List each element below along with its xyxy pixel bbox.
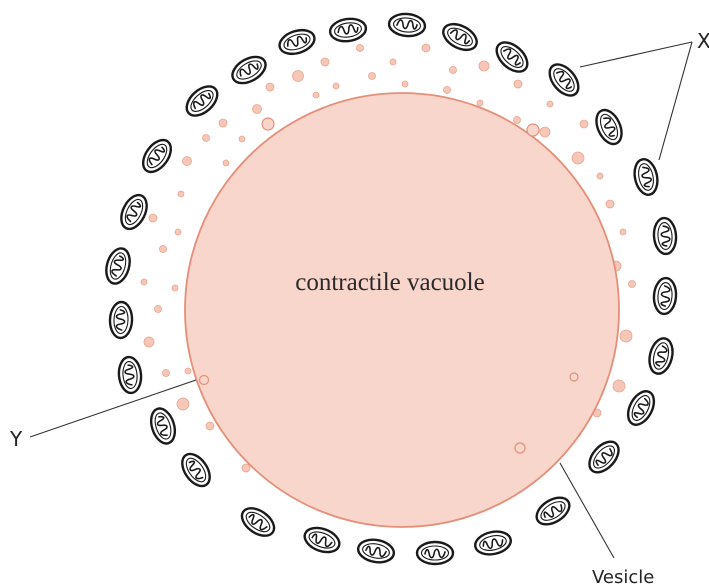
budding-vesicle — [262, 118, 274, 130]
vesicle — [540, 127, 550, 137]
vesicle — [547, 101, 553, 107]
vesicle — [477, 100, 483, 106]
vesicle — [144, 337, 154, 347]
mitochondrion — [329, 17, 368, 44]
vesicle — [357, 45, 364, 52]
mitochondrion — [473, 528, 513, 557]
mitochondrion — [102, 246, 133, 287]
vesicle — [185, 368, 191, 374]
vesicle — [155, 306, 162, 313]
mitochondrion — [301, 524, 342, 557]
vesicle — [514, 80, 522, 88]
vesicle — [172, 285, 178, 291]
vesicle — [572, 152, 584, 164]
vesicle — [444, 87, 451, 94]
mitochondrion — [116, 191, 152, 233]
vesicle — [422, 44, 430, 52]
mitochondrion — [109, 302, 132, 339]
vesicle — [253, 105, 262, 114]
vesicle — [313, 92, 319, 98]
mitochondrion — [237, 503, 279, 542]
vesicle — [223, 160, 229, 166]
vesicle — [620, 229, 626, 235]
mitochondrion — [631, 157, 660, 197]
x-leader-line-upper — [580, 42, 692, 67]
vesicle — [620, 330, 632, 342]
vesicle — [175, 229, 181, 235]
mitochondrion — [276, 26, 317, 58]
mitochondrion — [177, 449, 216, 491]
vesicle — [597, 173, 603, 179]
mitochondrion — [623, 387, 659, 429]
mitochondrion — [591, 106, 626, 148]
mitochondrion — [532, 492, 574, 530]
mitochondrion — [584, 436, 624, 477]
contractile-vacuole — [185, 93, 619, 527]
vesicle — [333, 83, 339, 89]
vesicle — [606, 200, 614, 208]
vesicle — [183, 157, 192, 166]
mitochondrion — [388, 12, 426, 37]
mitochondrion — [491, 37, 532, 77]
mitochondrion — [138, 135, 177, 177]
vesicle — [450, 67, 457, 74]
mitochondrion — [117, 356, 142, 394]
vesicle — [369, 73, 376, 80]
label-x: X — [697, 29, 709, 53]
vesicle — [239, 136, 245, 142]
vesicle — [178, 191, 184, 197]
vesicle — [629, 281, 636, 288]
vesicle — [321, 58, 329, 66]
mitochondrion — [439, 19, 481, 55]
mitochondrion — [147, 405, 179, 446]
vesicle — [206, 422, 214, 430]
mitochondrion — [356, 537, 395, 565]
budding-vesicle — [527, 124, 539, 136]
budding-vesicle — [570, 373, 578, 381]
vesicle — [580, 120, 588, 128]
mitochondrion — [228, 51, 270, 88]
label-y: Y — [9, 427, 23, 451]
vacuole-label: contractile vacuole — [295, 269, 484, 296]
mitochondrion — [646, 336, 676, 376]
mitochondrion — [653, 217, 677, 254]
vesicle — [242, 464, 250, 472]
vesicle — [203, 135, 210, 142]
vesicle — [141, 279, 147, 285]
vesicle — [390, 59, 396, 65]
label-vesicle: Vesicle — [592, 567, 654, 588]
vesicle — [266, 83, 274, 91]
mitochondrion — [181, 81, 222, 121]
vesicle — [479, 61, 489, 71]
vesicle — [402, 81, 408, 87]
mitochondrion — [653, 277, 677, 314]
budding-vesicle — [200, 376, 209, 385]
vesicle — [219, 119, 227, 127]
vesicle — [613, 380, 625, 392]
x-leader-line-lower — [659, 42, 692, 160]
vesicle — [514, 117, 521, 124]
vesicle — [149, 214, 157, 222]
vesicle — [163, 370, 170, 377]
vesicle — [160, 246, 167, 253]
vesicle — [177, 398, 189, 410]
mitochondrion — [544, 59, 584, 101]
vesicle — [293, 71, 304, 82]
budding-vesicle — [515, 443, 525, 453]
mitochondrion — [417, 542, 453, 564]
